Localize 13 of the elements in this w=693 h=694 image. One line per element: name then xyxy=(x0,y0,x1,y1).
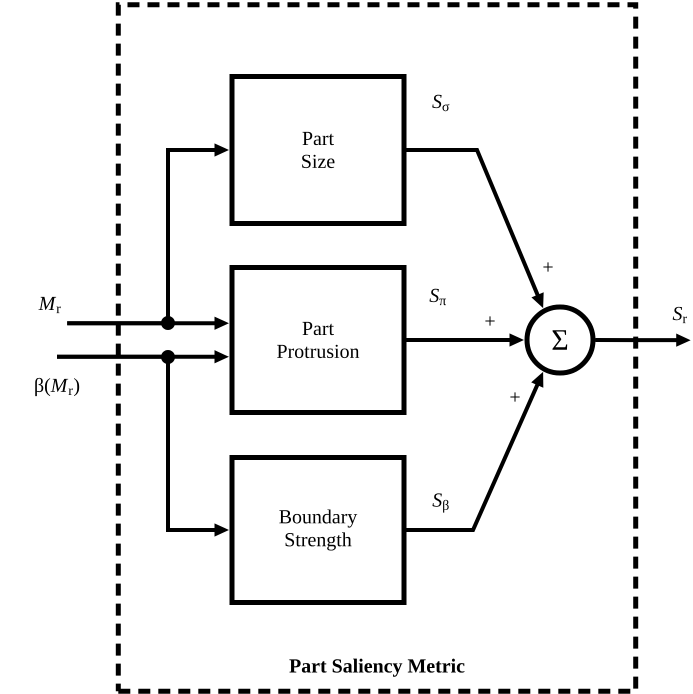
plus-sign: + xyxy=(485,316,495,326)
process-box: Part Size xyxy=(230,74,406,226)
edge-label: S$_{π}$ xyxy=(429,288,446,306)
edge-label: S$_{β}$ xyxy=(432,493,449,513)
process-box: Part Protrusion xyxy=(230,265,406,415)
edge-label: S$_{σ}$ xyxy=(432,94,450,112)
process-box: Boundary Strength xyxy=(230,455,406,605)
plus-sign: + xyxy=(510,392,520,402)
signal-label: β(M$_{r}$) xyxy=(35,378,80,396)
signal-label: S$_{r}$ xyxy=(672,306,687,324)
summing-junction: Σ xyxy=(524,304,596,376)
plus-sign: + xyxy=(543,262,553,272)
signal-label: M$_{r}$ xyxy=(38,296,61,314)
